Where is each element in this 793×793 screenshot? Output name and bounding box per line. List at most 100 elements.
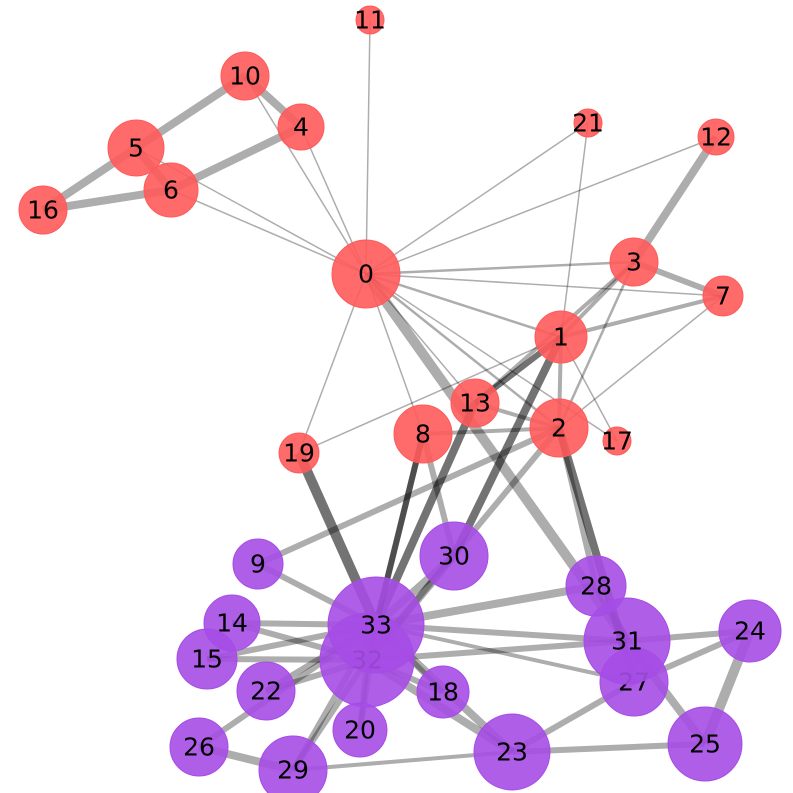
node-circle-31 — [583, 597, 671, 685]
node-13: 13 — [450, 378, 500, 428]
edge-0-11 — [365, 19, 371, 275]
node-circle-3 — [609, 237, 659, 287]
node-29: 29 — [258, 735, 328, 793]
node-circle-29 — [258, 735, 328, 793]
node-circle-30 — [419, 521, 489, 591]
node-0: 0 — [331, 239, 401, 309]
node-label-21: 21 — [572, 109, 604, 138]
node-label-28: 28 — [580, 572, 612, 601]
node-circle-24 — [718, 599, 782, 663]
edge-0-10 — [244, 75, 367, 275]
edge-1-19 — [298, 336, 562, 454]
node-3: 3 — [609, 237, 659, 287]
node-2: 2 — [529, 398, 589, 458]
node-12: 12 — [697, 118, 735, 156]
node-label-5: 5 — [128, 134, 144, 163]
node-circle-33 — [327, 576, 425, 674]
node-15: 15 — [176, 628, 238, 690]
node-label-33: 33 — [360, 611, 392, 640]
node-label-25: 25 — [689, 730, 721, 759]
node-label-0: 0 — [358, 260, 374, 289]
node-33: 33 — [327, 576, 425, 674]
node-label-30: 30 — [438, 542, 470, 571]
node-label-12: 12 — [700, 123, 732, 152]
edge-1-21 — [560, 122, 589, 338]
node-circle-2 — [529, 398, 589, 458]
node-31: 31 — [583, 597, 671, 685]
node-label-31: 31 — [611, 627, 643, 656]
node-circle-1 — [534, 310, 588, 364]
node-circle-9 — [232, 538, 284, 590]
node-circle-15 — [176, 628, 238, 690]
node-25: 25 — [667, 706, 743, 782]
node-circle-4 — [277, 103, 325, 151]
node-23: 23 — [473, 713, 551, 791]
node-17: 17 — [601, 426, 633, 456]
node-label-29: 29 — [277, 756, 309, 785]
node-circle-13 — [450, 378, 500, 428]
node-label-22: 22 — [250, 677, 282, 706]
node-circle-6 — [143, 162, 199, 218]
node-10: 10 — [220, 51, 270, 101]
node-label-10: 10 — [229, 62, 261, 91]
node-5: 5 — [107, 119, 165, 177]
node-label-23: 23 — [496, 738, 528, 767]
node-label-17: 17 — [601, 427, 633, 456]
node-label-19: 19 — [283, 439, 315, 468]
node-circle-23 — [473, 713, 551, 791]
node-1: 1 — [534, 310, 588, 364]
node-7: 7 — [702, 275, 744, 317]
edge-0-7 — [365, 273, 724, 297]
node-circle-25 — [667, 706, 743, 782]
node-circle-11 — [355, 5, 385, 35]
node-circle-17 — [602, 426, 632, 456]
node-24: 24 — [718, 599, 782, 663]
node-8: 8 — [393, 404, 453, 464]
node-circle-8 — [393, 404, 453, 464]
node-circle-12 — [697, 118, 735, 156]
node-16: 16 — [18, 185, 68, 235]
edge-2-3 — [557, 261, 636, 429]
node-21: 21 — [572, 108, 604, 138]
edge-1-7 — [560, 294, 724, 339]
node-label-13: 13 — [459, 389, 491, 418]
node-label-9: 9 — [250, 550, 266, 579]
node-label-7: 7 — [715, 282, 731, 311]
node-circle-7 — [702, 275, 744, 317]
node-circle-5 — [107, 119, 165, 177]
node-label-4: 4 — [293, 113, 309, 142]
node-label-16: 16 — [27, 196, 59, 225]
node-layer: 0123456789101112131415161718192021222324… — [18, 5, 782, 793]
node-label-3: 3 — [626, 248, 642, 277]
node-circle-19 — [278, 432, 320, 474]
edge-0-6 — [170, 189, 367, 275]
node-20: 20 — [332, 702, 388, 758]
node-label-8: 8 — [415, 420, 431, 449]
node-label-15: 15 — [191, 645, 223, 674]
node-circle-22 — [236, 661, 296, 721]
edge-3-12 — [630, 134, 720, 265]
node-26: 26 — [169, 717, 229, 777]
node-30: 30 — [419, 521, 489, 591]
node-circle-21 — [573, 108, 603, 138]
node-label-6: 6 — [163, 176, 179, 205]
edge-1-30 — [450, 335, 565, 558]
edge-0-3 — [365, 260, 635, 276]
node-label-24: 24 — [734, 617, 766, 646]
edge-0-21 — [365, 122, 589, 275]
node-18: 18 — [416, 665, 470, 719]
node-label-20: 20 — [344, 716, 376, 745]
node-11: 11 — [354, 5, 386, 35]
edge-0-12 — [365, 136, 717, 275]
node-label-18: 18 — [427, 678, 459, 707]
node-label-26: 26 — [183, 733, 215, 762]
edge-2-7 — [558, 295, 724, 429]
node-4: 4 — [277, 103, 325, 151]
node-label-2: 2 — [551, 414, 567, 443]
node-6: 6 — [143, 162, 199, 218]
node-22: 22 — [236, 661, 296, 721]
node-19: 19 — [278, 432, 320, 474]
node-circle-26 — [169, 717, 229, 777]
node-circle-16 — [18, 185, 68, 235]
